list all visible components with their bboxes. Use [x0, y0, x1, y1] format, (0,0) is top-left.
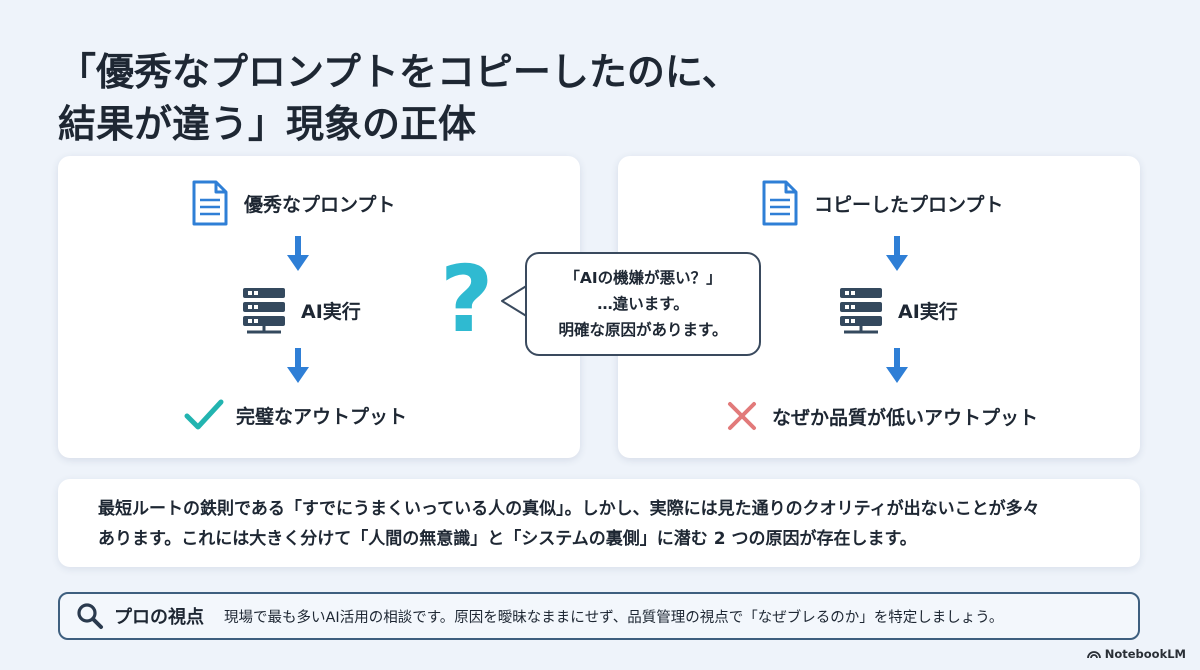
check-icon: [184, 399, 224, 430]
right-step-output-label: なぜか品質が低いアウトプット: [772, 406, 1039, 429]
arrow-down-icon: [287, 236, 309, 271]
left-step-ai-label: AI実行: [301, 300, 361, 323]
arrow-down-icon: [886, 348, 908, 383]
right-panel-copied-prompt: コピーしたプロンプト AI実行 なぜか品質が低いアウトプット: [618, 156, 1140, 458]
search-icon: [77, 603, 103, 629]
arrow-down-icon: [886, 236, 908, 271]
right-step-ai: AI実行: [838, 286, 958, 334]
left-panel-original-prompt: 優秀なプロンプト AI実行 完璧なアウトプット: [58, 156, 580, 458]
title-line-1: 「優秀なプロンプトをコピーしたのに、: [58, 50, 740, 94]
server-icon: [840, 288, 882, 334]
page-title: 「優秀なプロンプトをコピーしたのに、 結果が違う」現象の正体: [58, 46, 740, 150]
speech-bubble: 「AIの機嫌が悪い？」 …違います。 明確な原因があります。: [525, 252, 761, 356]
explanation-box: 最短ルートの鉄則である「すでにうまくいっている人の真似」。しかし、実際には見た通…: [58, 479, 1140, 567]
left-step-output: 完璧なアウトプット: [184, 398, 407, 432]
document-icon: [192, 180, 228, 226]
left-step-prompt-label: 優秀なプロンプト: [244, 193, 396, 216]
right-step-ai-label: AI実行: [898, 300, 958, 323]
server-icon: [243, 288, 285, 334]
cross-icon: [728, 402, 756, 430]
left-step-ai: AI実行: [241, 286, 361, 334]
notebooklm-logo-icon: [1086, 651, 1101, 659]
explanation-line-2: あります。これには大きく分けて「人間の無意識」と「システムの裏側」に潜む 2 つ…: [98, 529, 917, 549]
brand-watermark: NotebookLM: [1086, 647, 1186, 661]
pro-tip-title: プロの視点: [114, 607, 204, 628]
left-step-output-label: 完璧なアウトプット: [236, 405, 408, 428]
right-step-prompt-label: コピーしたプロンプト: [814, 193, 1004, 216]
brand-label: NotebookLM: [1104, 647, 1186, 661]
pro-tip-box: プロの視点 現場で最も多いAI活用の相談です。原因を曖昧なままにせず、品質管理の…: [58, 592, 1140, 640]
bubble-line-2: …違います。: [597, 295, 689, 313]
document-icon: [762, 180, 798, 226]
explanation-line-1: 最短ルートの鉄則である「すでにうまくいっている人の真似」。しかし、実際には見た通…: [98, 499, 1040, 519]
bubble-line-1: 「AIの機嫌が悪い？」: [564, 269, 722, 287]
title-line-2: 結果が違う」現象の正体: [58, 102, 477, 146]
right-step-prompt: コピーしたプロンプト: [760, 180, 1003, 226]
arrow-down-icon: [287, 348, 309, 383]
question-mark-icon: ?: [440, 246, 494, 353]
left-step-prompt: 優秀なプロンプト: [190, 180, 395, 226]
right-step-output: なぜか品質が低いアウトプット: [726, 400, 1038, 432]
pro-tip-text: 現場で最も多いAI活用の相談です。原因を曖昧なままにせず、品質管理の視点で「なぜ…: [224, 609, 1004, 626]
bubble-line-3: 明確な原因があります。: [558, 321, 728, 339]
